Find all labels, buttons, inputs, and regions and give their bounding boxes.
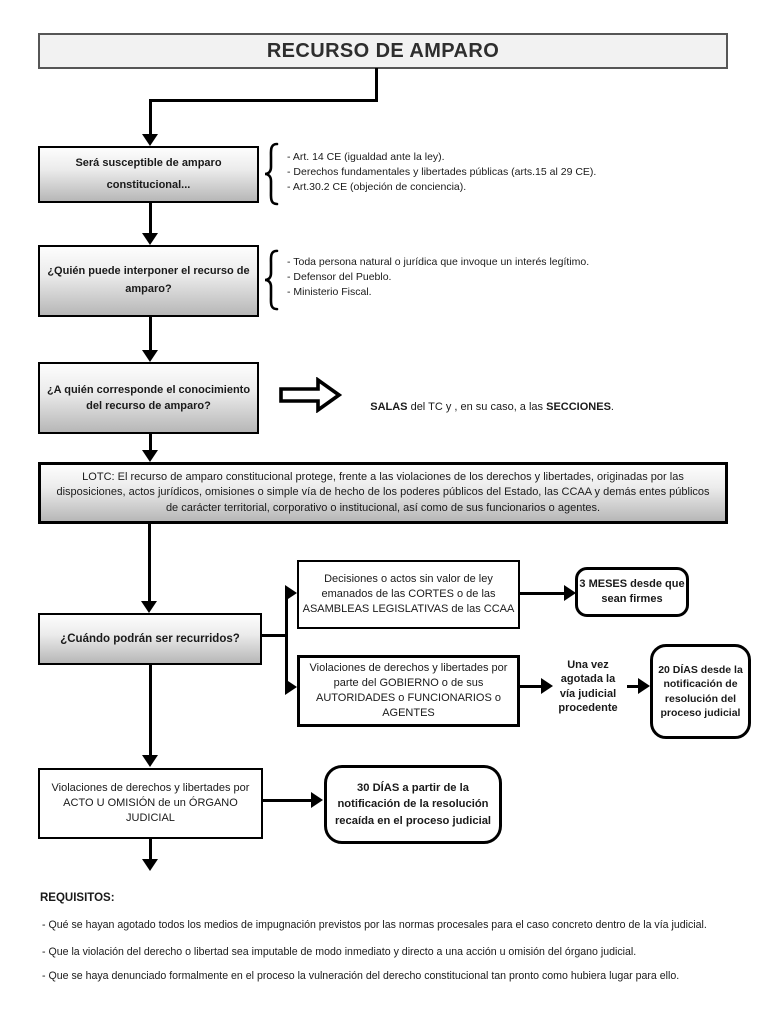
arrowhead-down-icon [142, 450, 158, 462]
box-sera-line1: Será susceptible de amparo [75, 156, 222, 169]
box-organo-judicial: Violaciones de derechos y libertades por… [38, 768, 263, 839]
connector-line [149, 665, 152, 757]
curly-brace-icon [264, 142, 279, 206]
arrowhead-down-icon [142, 755, 158, 767]
arrowhead-down-icon [142, 134, 158, 146]
quien-items-list: - Toda persona natural o jurídica que in… [287, 256, 590, 298]
curly-brace-icon [264, 249, 279, 311]
salas-end: . [610, 401, 614, 413]
arrowhead-down-icon [142, 350, 158, 362]
connector-line [149, 99, 378, 102]
connector-line [261, 634, 288, 637]
box-lotc-definition: LOTC: El recurso de amparo constituciona… [38, 462, 728, 524]
box-gobierno-autoridades: Violaciones de derechos y libertades por… [297, 655, 520, 727]
salas-mid: del TC y , en su caso, a las [407, 401, 547, 413]
connector-line [149, 203, 152, 235]
connector-line [149, 434, 152, 452]
box-cuando-recurridos: ¿Cuándo podrán ser recurridos? [38, 613, 262, 665]
connector-line [285, 591, 288, 689]
connector-line [627, 685, 640, 688]
box-sera-line2: constitucional... [106, 179, 191, 192]
connector-line [149, 99, 152, 136]
lotc-text: LOTC: El recurso de amparo constituciona… [56, 470, 710, 514]
arrowhead-right-icon [564, 585, 576, 601]
arrowhead-right-icon [285, 585, 297, 601]
arrowhead-down-icon [142, 859, 158, 871]
arrowhead-right-icon [638, 678, 650, 694]
connector-line [520, 592, 566, 595]
box-organo-judicial-text: Violaciones de derechos y libertades por… [51, 782, 250, 824]
connector-line [149, 839, 152, 861]
arrowhead-right-icon [285, 679, 297, 695]
arrowhead-down-icon [142, 233, 158, 245]
page-title-text: RECURSO DE AMPARO [266, 39, 500, 62]
salas-text: SALAS del TC y , en su caso, a las SECCI… [358, 389, 614, 425]
arrowhead-right-icon [541, 678, 553, 694]
box-sera-susceptible: Será susceptible de amparo constituciona… [38, 146, 259, 203]
arrowhead-down-icon [141, 601, 157, 613]
connector-line [520, 685, 543, 688]
box-cuando-text: ¿Cuándo podrán ser recurridos? [60, 633, 240, 645]
right-block-arrow-icon [279, 377, 342, 413]
connector-line [148, 524, 151, 603]
connector-line [375, 68, 378, 102]
connector-line [263, 799, 313, 802]
salas-bold: SALAS [370, 401, 408, 413]
page-title: RECURSO DE AMPARO [38, 33, 728, 69]
connector-line [149, 317, 152, 352]
requisito-item-2: - Que la violación del derecho o liberta… [42, 946, 637, 958]
requisitos-heading: REQUISITOS: [40, 892, 115, 904]
secciones-bold: SECCIONES [546, 401, 611, 413]
requisito-item-3: - Que se haya denunciado formalmente en … [42, 970, 680, 982]
requisito-item-1: - Qué se hayan agotado todos los medios … [42, 919, 707, 931]
sera-items-list: - Art. 14 CE (igualdad ante la ley).- De… [287, 151, 597, 193]
box-gobierno-text: Violaciones de derechos y libertades por… [309, 662, 508, 719]
arrowhead-right-icon [311, 792, 323, 808]
